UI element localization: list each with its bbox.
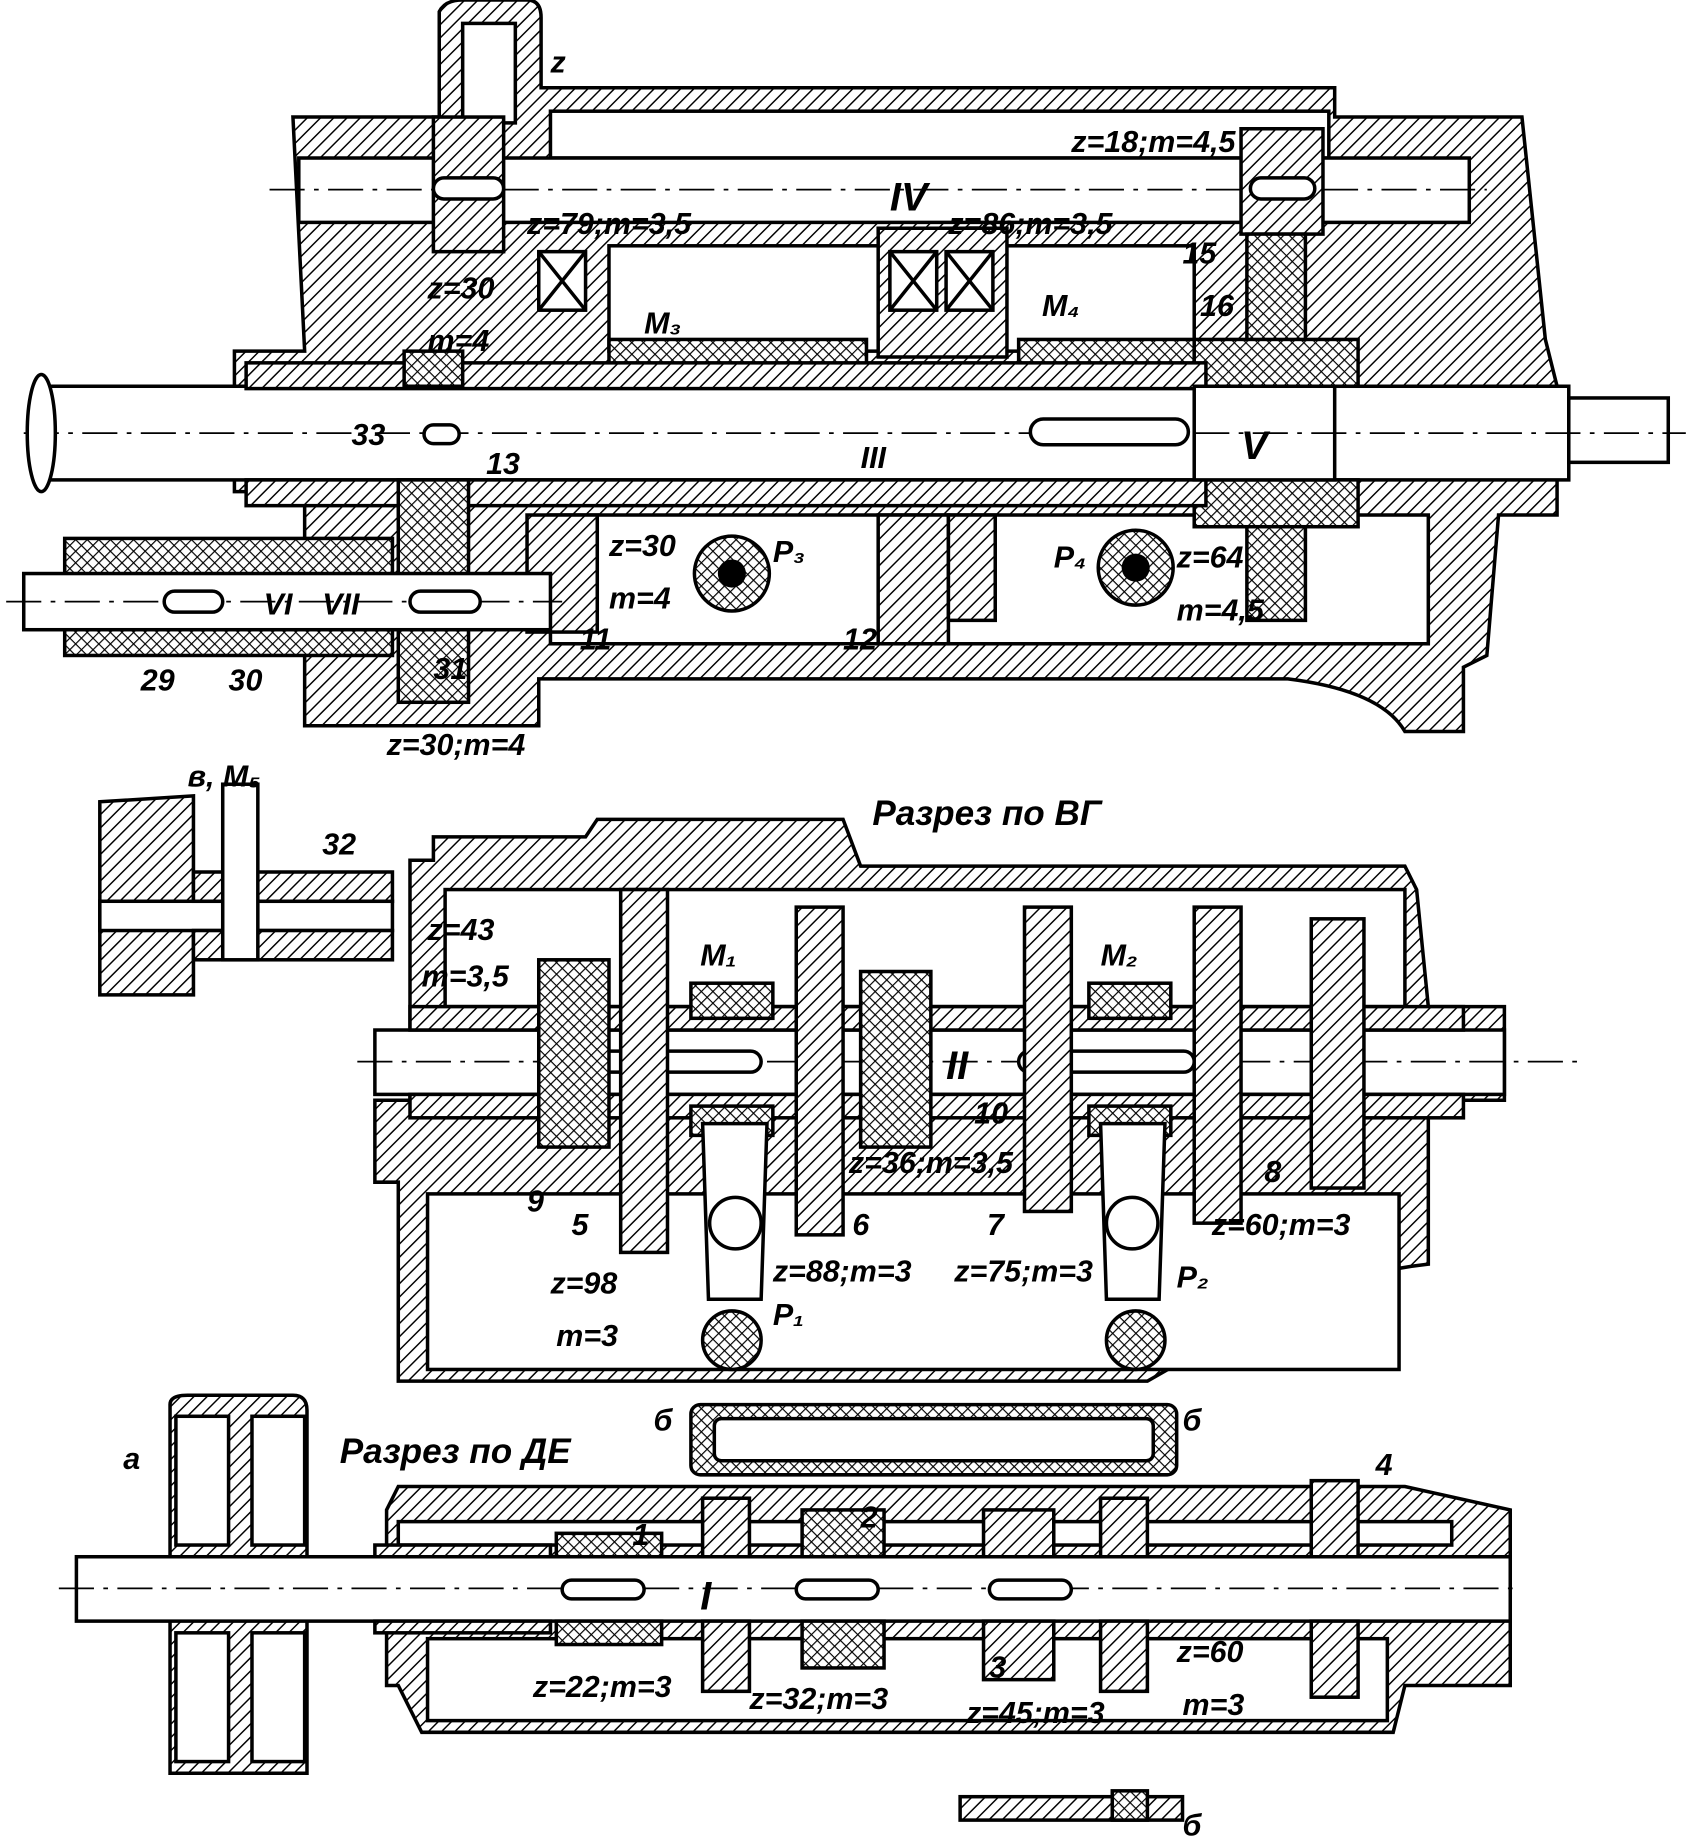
label-shaft-IV: IV xyxy=(890,176,931,220)
labels: z z=18;m=4,5 IV z=79;m=3,5 z=86;m=3,5 15… xyxy=(123,46,1392,1840)
bottom-section xyxy=(58,1393,1522,1822)
label-b-left: б xyxy=(653,1403,673,1437)
label-1: 1 xyxy=(632,1518,649,1552)
label-shaft-I: I xyxy=(700,1574,712,1618)
label-9: 9 xyxy=(527,1184,544,1218)
label-32: 32 xyxy=(322,827,356,861)
label-7: 7 xyxy=(987,1208,1006,1242)
section-de-title: Разрез по ДЕ xyxy=(340,1432,573,1471)
label-lever-P3: P₃ xyxy=(773,535,805,569)
label-clutch-M4: M₄ xyxy=(1042,289,1080,323)
label-gear-z43-m: m=3,5 xyxy=(422,960,510,994)
label-gear-z18: z=18;m=4,5 xyxy=(1070,125,1236,159)
label-gear-z43-z: z=43 xyxy=(427,913,495,947)
lever-P2-pivot xyxy=(1104,1195,1160,1251)
label-gear-z88: z=88;m=3 xyxy=(772,1255,912,1289)
label-shaft-VI: VI xyxy=(264,588,293,622)
label-12: 12 xyxy=(843,623,877,657)
label-gear-z79: z=79;m=3,5 xyxy=(526,207,692,241)
label-gear-z30-c: z=30;m=4 xyxy=(386,728,526,762)
label-shaft-III: III xyxy=(861,441,887,475)
label-z-top: z xyxy=(549,46,565,80)
label-gear-z30-a-z: z=30 xyxy=(427,271,495,305)
label-30: 30 xyxy=(229,664,263,698)
label-gear-z98-m: m=3 xyxy=(556,1319,618,1353)
label-31: 31 xyxy=(433,652,467,686)
label-view-b: в, M₅ xyxy=(188,760,261,794)
label-shaft-II: II xyxy=(946,1044,969,1088)
label-gear-z60-z: z=60 xyxy=(1176,1635,1244,1669)
label-gear-z30-b-m: m=4 xyxy=(609,582,671,616)
view-b-detail xyxy=(98,794,196,997)
label-gear-z32: z=32;m=3 xyxy=(748,1682,888,1716)
label-13: 13 xyxy=(486,447,520,481)
label-gear-z64-m: m=4,5 xyxy=(1177,593,1265,627)
label-gear-z45: z=45;m=3 xyxy=(965,1696,1105,1730)
top-section xyxy=(6,0,1686,734)
label-15: 15 xyxy=(1183,236,1218,270)
label-16: 16 xyxy=(1200,289,1235,323)
label-gear-z86: z=86;m=3,5 xyxy=(947,207,1113,241)
label-gear-z60-m: m=3 xyxy=(1183,1688,1245,1722)
label-6: 6 xyxy=(852,1208,870,1242)
label-29: 29 xyxy=(140,664,175,698)
label-gear-z64-z: z=64 xyxy=(1176,541,1244,575)
label-lever-P4: P₄ xyxy=(1054,541,1086,575)
label-clutch-M3: M₃ xyxy=(644,307,681,341)
lever-P1-pivot xyxy=(707,1195,763,1251)
label-33: 33 xyxy=(351,418,385,452)
label-shaft-V: V xyxy=(1241,424,1271,468)
label-gear-z60: z=60;m=3 xyxy=(1211,1208,1351,1242)
label-11: 11 xyxy=(580,623,612,657)
label-gear-z75: z=75;m=3 xyxy=(953,1255,1093,1289)
label-8: 8 xyxy=(1264,1155,1281,1189)
label-clutch-M1: M₁ xyxy=(700,939,736,973)
label-gear-z98-z: z=98 xyxy=(549,1266,617,1300)
label-gear-z36: z=36;m=3,5 xyxy=(848,1146,1014,1180)
label-gear-z30-a-m: m=4 xyxy=(428,324,490,358)
label-lever-P2: P₂ xyxy=(1177,1261,1209,1295)
middle-section xyxy=(98,782,1581,1383)
label-10: 10 xyxy=(974,1097,1008,1131)
label-lever-P1: P₁ xyxy=(773,1298,804,1332)
label-gear-z30-b-z: z=30 xyxy=(608,529,676,563)
label-4: 4 xyxy=(1375,1448,1393,1482)
section-vg-title: Разрез по ВГ xyxy=(872,794,1103,833)
label-pulley-a: a xyxy=(123,1442,140,1476)
label-shaft-VII: VII xyxy=(322,588,360,622)
label-gear-z22: z=22;m=3 xyxy=(532,1670,672,1704)
label-b-bottom: б xyxy=(1183,1808,1203,1840)
label-b-right: б xyxy=(1183,1403,1203,1437)
label-clutch-M2: M₂ xyxy=(1101,939,1138,973)
label-5: 5 xyxy=(572,1208,590,1242)
label-2: 2 xyxy=(860,1500,878,1534)
label-3: 3 xyxy=(989,1650,1006,1684)
